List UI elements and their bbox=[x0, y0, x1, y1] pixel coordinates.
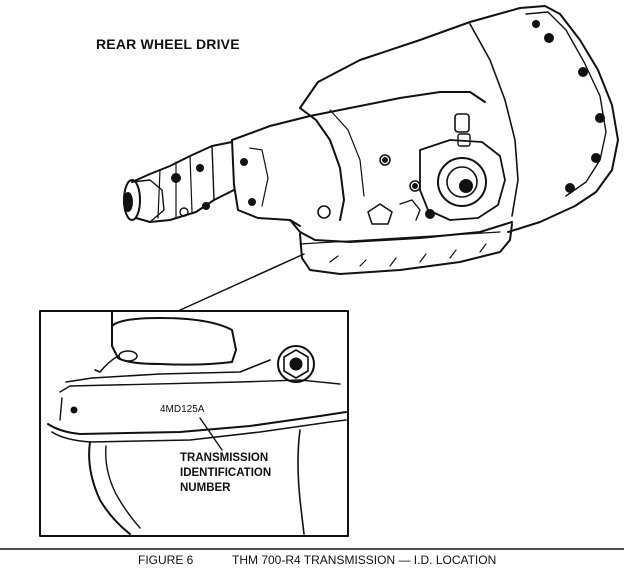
inset-detail bbox=[39, 310, 349, 537]
leader-line bbox=[177, 253, 305, 312]
callout-line-1: TRANSMISSION bbox=[180, 452, 269, 464]
oil-pan bbox=[289, 219, 513, 275]
figure-title: THM 700-R4 TRANSMISSION — I.D. LOCATION bbox=[232, 553, 497, 567]
figure-heading: REAR WHEEL DRIVE bbox=[96, 36, 240, 52]
bell-housing bbox=[299, 5, 619, 233]
callout-label: TRANSMISSION IDENTIFICATION NUMBER bbox=[180, 451, 271, 496]
figure-number: FIGURE 6 bbox=[138, 553, 194, 567]
callout-line-3: NUMBER bbox=[180, 482, 231, 494]
extension-housing bbox=[123, 141, 256, 223]
callout-arrow bbox=[199, 417, 223, 451]
callout-line-2: IDENTIFICATION bbox=[180, 467, 272, 479]
transmission-id-number: 4MD125A bbox=[160, 404, 205, 415]
main-case bbox=[231, 91, 506, 227]
